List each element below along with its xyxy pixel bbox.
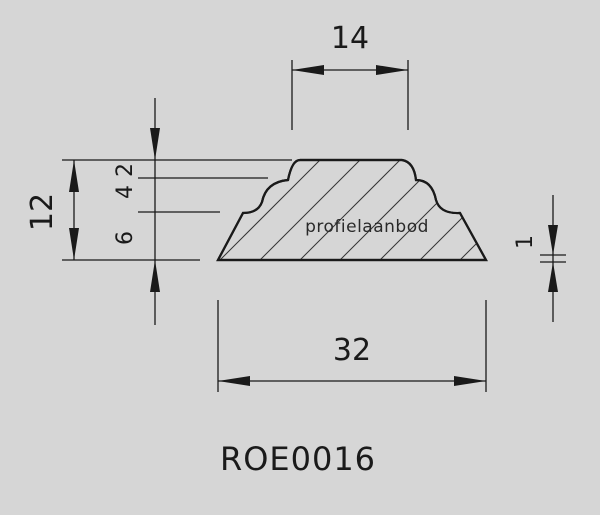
dimension-top-width: 14 bbox=[291, 21, 409, 130]
dimension-total-width: 32 bbox=[217, 300, 487, 392]
dimension-label-total-width: 32 bbox=[333, 333, 371, 368]
dimension-label-step-2: 2 bbox=[113, 163, 138, 177]
dimension-total-height: 12 bbox=[25, 160, 79, 260]
extension-lines-left bbox=[62, 159, 292, 261]
dimension-label-total-height: 12 bbox=[25, 193, 60, 231]
profile-code: ROE0016 bbox=[220, 440, 376, 478]
dimension-steps: 2 4 6 bbox=[113, 98, 160, 325]
watermark-text: profielaanbod bbox=[305, 217, 429, 237]
dimension-label-step-4: 4 bbox=[113, 185, 138, 199]
dimension-label-edge-height: 1 bbox=[513, 235, 538, 249]
dimension-label-step-6: 6 bbox=[113, 231, 138, 245]
profile-shape: profielaanbod bbox=[216, 158, 488, 262]
dimension-edge-height: 1 bbox=[513, 195, 566, 322]
dimension-label-top-width: 14 bbox=[331, 21, 369, 56]
